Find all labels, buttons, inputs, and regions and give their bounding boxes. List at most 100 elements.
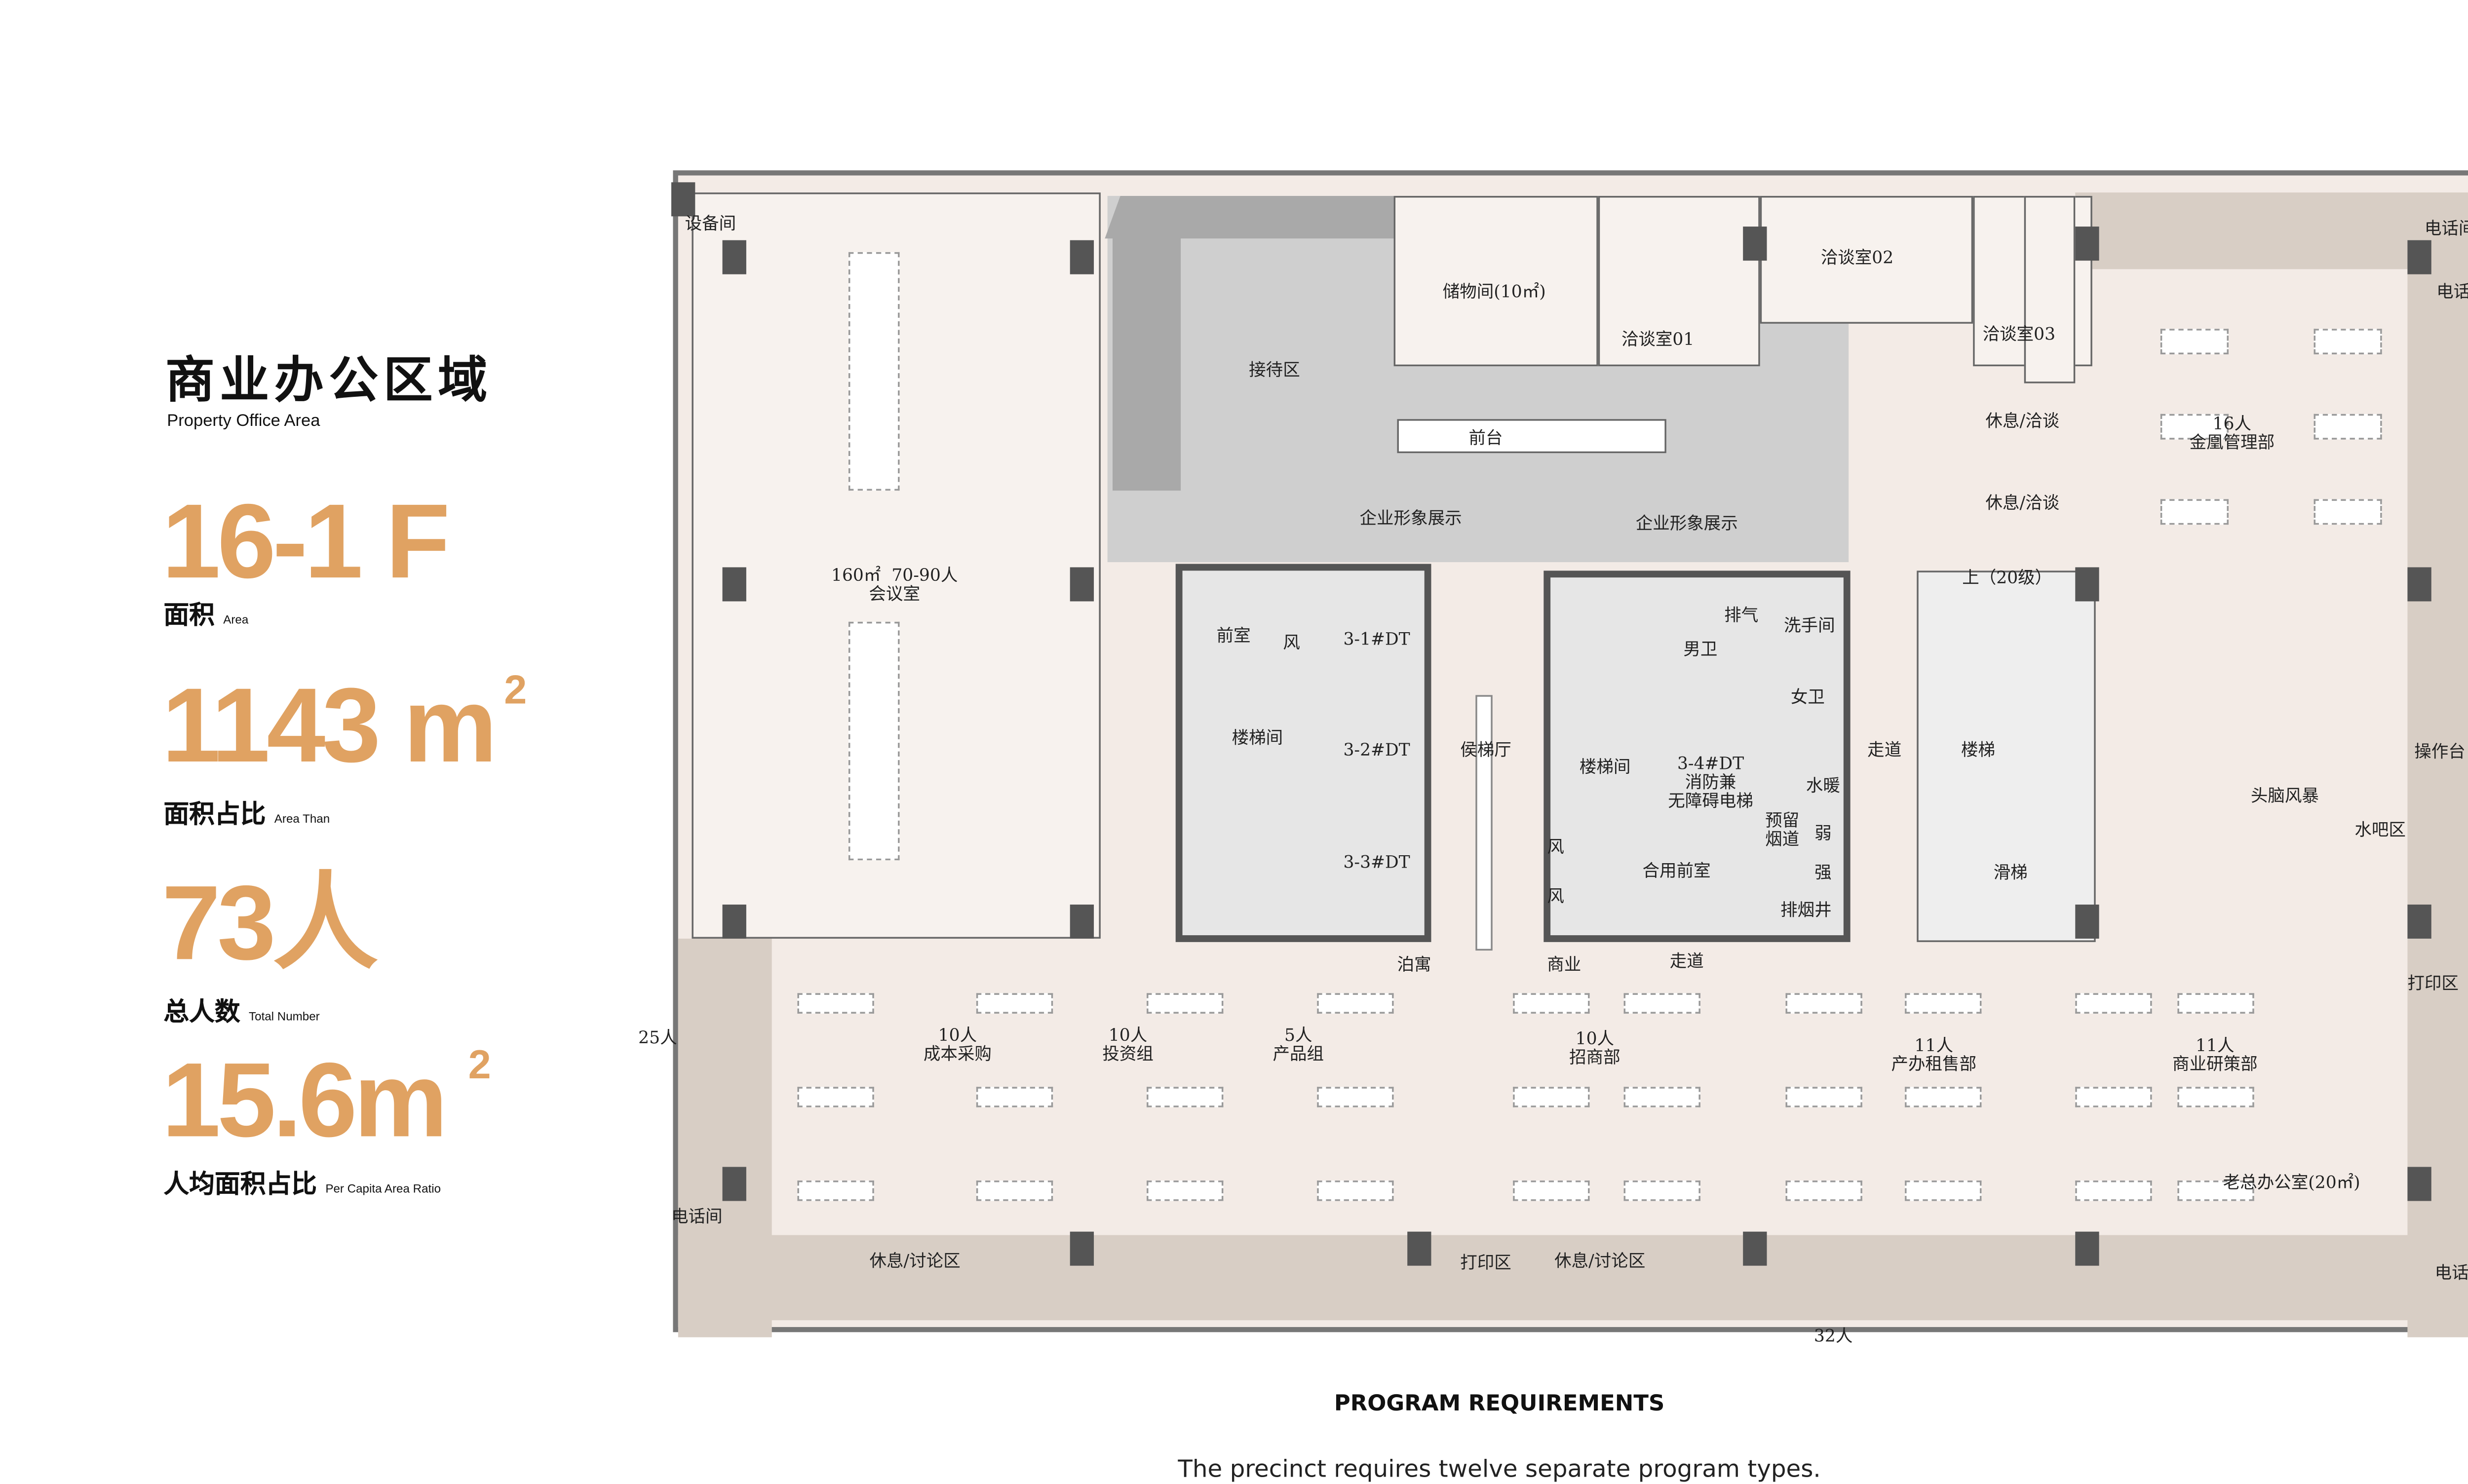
- desk: [2314, 499, 2382, 525]
- desk: [1147, 1087, 1224, 1107]
- perimeter-band-top-right: [2075, 192, 2468, 269]
- room-label: 3-3#DT: [1343, 854, 1410, 874]
- desk: [848, 252, 900, 491]
- desk: [1905, 1087, 1982, 1107]
- footer-caption: The precinct requires twelve separate pr…: [1178, 1456, 1821, 1484]
- room-label: 3-2#DT: [1343, 742, 1410, 761]
- room-label: 水吧区: [2354, 822, 2406, 841]
- room-label: 5人 产品组: [1273, 1027, 1324, 1065]
- room-label: 电话间: [671, 1209, 723, 1228]
- room-label: 弱: [1814, 825, 1832, 844]
- room-label: 风: [1283, 634, 1300, 653]
- room-label: 楼梯间: [1579, 759, 1631, 778]
- room-label: 打印区: [1460, 1255, 1511, 1274]
- room-label: 企业形象展示: [1359, 510, 1462, 529]
- footer-heading: PROGRAM REQUIREMENTS: [1334, 1392, 1665, 1417]
- room-label: 楼梯间: [1232, 730, 1283, 749]
- room-label: 老总办公室(20㎡): [2223, 1175, 2360, 1193]
- desk: [1317, 1180, 1394, 1201]
- room-label: 排气: [1724, 607, 1759, 626]
- room-label: 11人 产办租售部: [1891, 1037, 1977, 1075]
- room-label: 3-1#DT: [1343, 631, 1410, 650]
- room-label: 泊寓: [1397, 956, 1431, 976]
- room-label: 男卫: [1683, 641, 1718, 660]
- desk: [1623, 1087, 1700, 1107]
- room-label: 前室: [1216, 627, 1251, 647]
- room-label: 休息/洽谈: [1985, 495, 2060, 514]
- room-label: 楼梯: [1961, 742, 1996, 761]
- room-label: 25人: [638, 1029, 677, 1049]
- desk: [1785, 1087, 1862, 1107]
- room-label: 走道: [1867, 742, 1902, 761]
- desk: [2177, 1180, 2254, 1201]
- core-left: [1175, 564, 1431, 942]
- desk: [2075, 1180, 2152, 1201]
- desk: [2160, 414, 2229, 440]
- room-label: 洽谈室02: [1820, 249, 1894, 268]
- room-label: 电话间: [2436, 283, 2468, 303]
- room-label: 10人 投资组: [1102, 1027, 1154, 1065]
- perimeter-band-right: [2407, 192, 2468, 1337]
- perimeter-band-bottom: [678, 1235, 2468, 1321]
- room-label: 滑梯: [1993, 864, 2028, 883]
- room-label: 操作台: [2414, 743, 2466, 762]
- room-label: 洗手间: [1784, 617, 1835, 637]
- desk: [2160, 499, 2229, 525]
- floor-plan: 设备间储物间(10㎡)洽谈室01洽谈室02洽谈室03电话间电话间接待区前台休息/…: [638, 170, 2468, 1347]
- room-label: 16人 金凰管理部: [2189, 416, 2275, 454]
- desk: [1317, 1087, 1394, 1107]
- room-label: 接待区: [1249, 362, 1300, 381]
- section-subtitle: Property Office Area: [167, 412, 320, 431]
- room-label: 风: [1547, 839, 1564, 858]
- room-label: 合用前室: [1642, 863, 1711, 882]
- desk: [1785, 1180, 1862, 1201]
- room-label: 企业形象展示: [1635, 515, 1738, 534]
- room-label: 160㎡ 70-90人 会议室: [831, 567, 958, 605]
- stair-slide-area: [1917, 571, 2096, 942]
- room-label: 头脑风暴: [2250, 788, 2319, 807]
- desk: [1785, 993, 1862, 1014]
- desk: [1905, 993, 1982, 1014]
- room-label: 侯梯厅: [1460, 742, 1511, 761]
- desk: [848, 621, 900, 861]
- desk: [2075, 1087, 2152, 1107]
- room-label: 打印区: [2407, 975, 2459, 994]
- desk: [2160, 329, 2229, 354]
- desk: [976, 1180, 1053, 1201]
- room-label: 女卫: [1790, 689, 1825, 708]
- room-label: 预留 烟道: [1765, 812, 1800, 850]
- room-label: 风: [1547, 888, 1564, 908]
- desk: [1147, 993, 1224, 1014]
- room-label: 商业: [1547, 956, 1581, 976]
- core-right: [1543, 571, 1851, 942]
- room-label: 10人 成本采购: [923, 1027, 992, 1065]
- desk: [1623, 993, 1700, 1014]
- room-label: 休息/讨论区: [869, 1253, 961, 1272]
- headcount-value: 73人: [161, 865, 378, 983]
- desk: [1317, 993, 1394, 1014]
- partition: [2024, 195, 2076, 383]
- room-label: 排烟井: [1780, 902, 1832, 921]
- room-label: 休息/讨论区: [1554, 1253, 1646, 1272]
- room-label: 10人 招商部: [1569, 1030, 1620, 1068]
- room-label: 11人 商业研策部: [2172, 1037, 2258, 1075]
- desk: [1147, 1180, 1224, 1201]
- desk: [2075, 993, 2152, 1014]
- storage-room: [1393, 195, 1598, 367]
- lobby-arrow: [1475, 695, 1493, 951]
- room-label: 水暖: [1806, 777, 1840, 797]
- room-label: 强: [1814, 864, 1832, 883]
- desk: [797, 1087, 874, 1107]
- desk: [2177, 993, 2254, 1014]
- desk: [1513, 1180, 1590, 1201]
- desk: [1513, 993, 1590, 1014]
- desk: [976, 1087, 1053, 1107]
- room-label: 储物间(10㎡): [1442, 283, 1546, 303]
- room-label: 洽谈室03: [1982, 326, 2056, 345]
- meeting-room-01: [1598, 195, 1760, 367]
